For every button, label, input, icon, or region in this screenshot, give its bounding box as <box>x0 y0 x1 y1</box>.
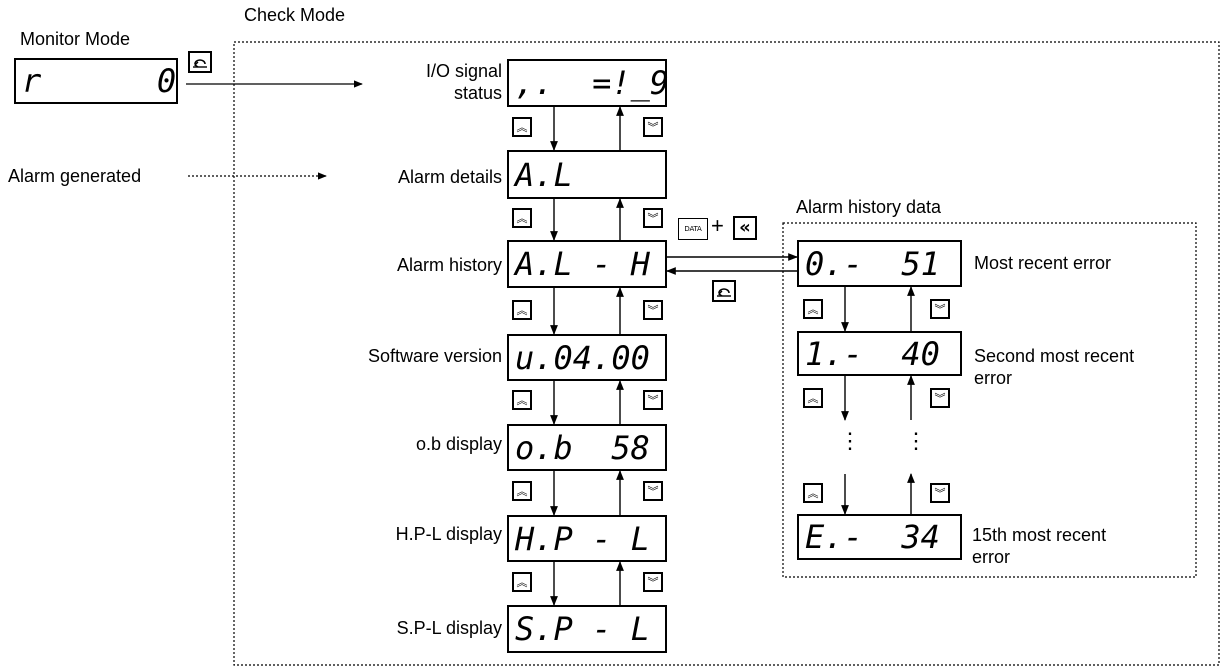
check-mode-label: Check Mode <box>244 5 346 25</box>
history-display-1: 1.- 40 <box>797 331 962 376</box>
double-chevron-up-icon[interactable]: ︽ <box>512 390 532 410</box>
spl-display: S.P - L <box>507 605 667 653</box>
ob-display: o.b 58 <box>507 424 667 471</box>
mode-return-icon[interactable] <box>712 280 736 302</box>
double-chevron-down-icon[interactable]: ︾ <box>930 483 950 503</box>
data-key[interactable]: DATA <box>678 218 708 240</box>
history-frame <box>782 222 1197 578</box>
double-chevron-down-icon[interactable]: ︾ <box>643 481 663 501</box>
double-chevron-up-icon[interactable]: ︽ <box>512 572 532 592</box>
ellipsis-left: ⋮ <box>839 428 861 453</box>
hpl-display: H.P - L <box>507 515 667 562</box>
ellipsis-right: ⋮ <box>905 428 927 453</box>
history-display-2: E.- 34 <box>797 514 962 560</box>
software-version-label: Software version <box>367 346 502 366</box>
double-chevron-up-icon[interactable]: ︽ <box>803 299 823 319</box>
double-chevron-down-icon[interactable]: ︾ <box>643 572 663 592</box>
mode-return-icon[interactable] <box>188 51 212 73</box>
io-signal-display: ,. =!_9 <box>507 59 669 107</box>
double-chevron-down-icon[interactable]: ︾ <box>643 300 663 320</box>
alarm-history-display: A.L - H <box>507 240 667 288</box>
double-chevron-up-icon[interactable]: ︽ <box>512 117 532 137</box>
software-version-display: u.04.00 <box>507 334 667 381</box>
monitor-mode-label: Monitor Mode <box>20 29 131 49</box>
spl-display-label: S.P-L display <box>396 618 502 638</box>
hpl-display-label: H.P-L display <box>395 524 502 544</box>
alarm-generated-label: Alarm generated <box>8 166 142 186</box>
double-chevron-up-icon[interactable]: ︽ <box>512 208 532 228</box>
double-chevron-down-icon[interactable]: ︾ <box>930 299 950 319</box>
alarm-details-label: Alarm details <box>397 167 502 187</box>
history-title: Alarm history data <box>796 197 942 217</box>
shift-left-key[interactable]: « <box>733 216 757 240</box>
double-chevron-down-icon[interactable]: ︾ <box>643 208 663 228</box>
double-chevron-up-icon[interactable]: ︽ <box>803 483 823 503</box>
history-display-0: 0.- 51 <box>797 240 962 287</box>
alarm-history-label: Alarm history <box>396 255 502 275</box>
double-chevron-up-icon[interactable]: ︽ <box>512 481 532 501</box>
plus-sign: + <box>711 213 724 238</box>
alarm-details-display: A.L <box>507 150 667 199</box>
double-chevron-up-icon[interactable]: ︽ <box>803 388 823 408</box>
ob-display-label: o.b display <box>415 434 502 454</box>
double-chevron-down-icon[interactable]: ︾ <box>643 117 663 137</box>
double-chevron-down-icon[interactable]: ︾ <box>643 390 663 410</box>
history-label-0: Most recent error <box>974 253 1112 273</box>
check-mode-frame <box>233 41 1220 666</box>
double-chevron-up-icon[interactable]: ︽ <box>512 300 532 320</box>
double-chevron-down-icon[interactable]: ︾ <box>930 388 950 408</box>
monitor-display: r 0 <box>14 58 178 104</box>
